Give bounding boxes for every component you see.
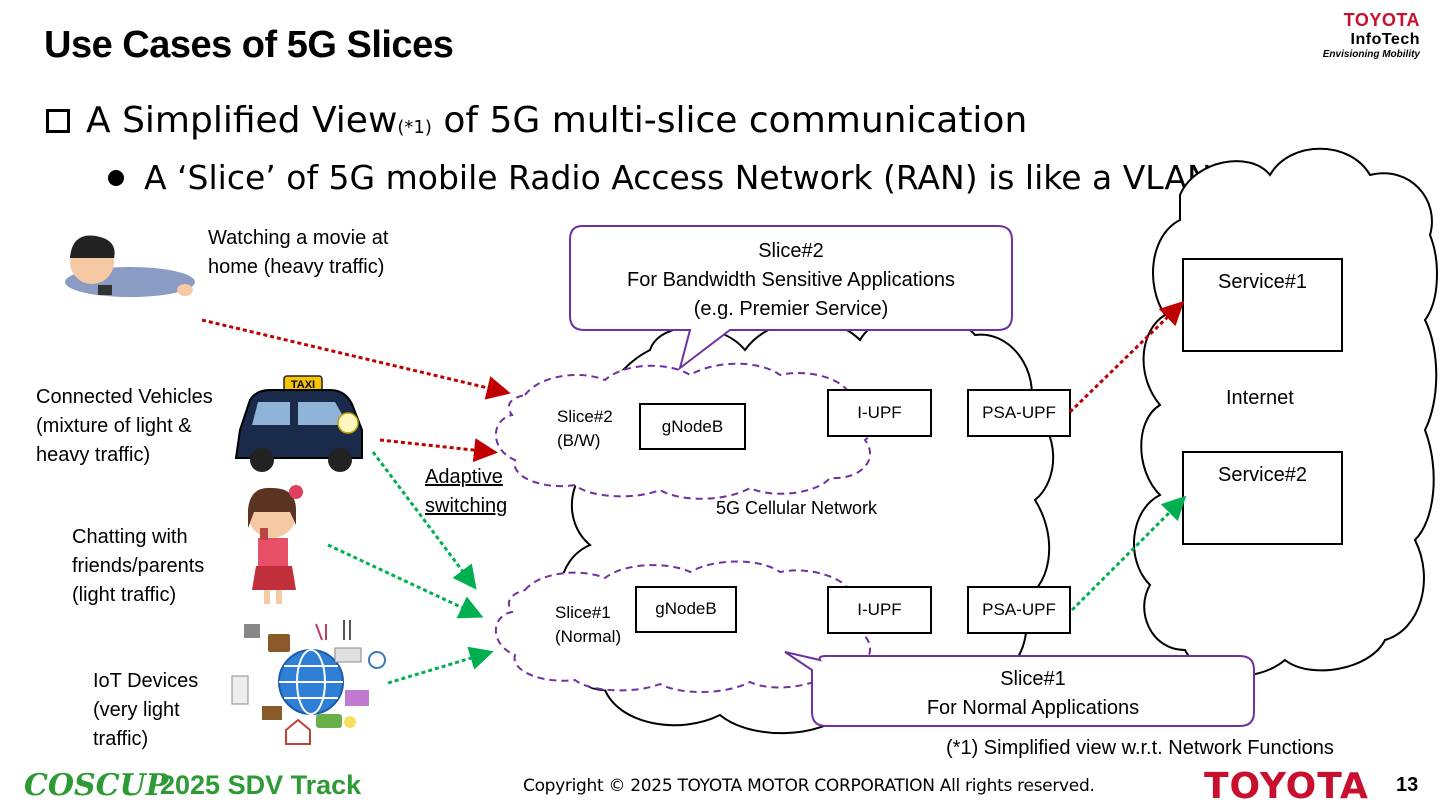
copyright-notice: Copyright © 2025 TOYOTA MOTOR CORPORATIO… xyxy=(523,776,1095,796)
slice1-callout-text: Slice#1 For Normal Applications xyxy=(812,665,1254,723)
slice1-cloud-label-line1: Slice#1 xyxy=(555,603,611,622)
coscup-logo: COSCUP xyxy=(24,768,169,803)
arrow-chatting-to-slice1 xyxy=(327,543,484,619)
slice1-callout-line1: Slice#1 xyxy=(1000,668,1066,690)
round-bullet-icon xyxy=(108,169,124,186)
taxi-sign-text: TAXI xyxy=(291,379,315,391)
bullet-level1: A Simplified View (*1) of 5G multi-slice… xyxy=(46,100,1027,141)
arrow-psaupf-to-service2 xyxy=(1070,495,1187,612)
slice2-callout-line3: (e.g. Premier Service) xyxy=(693,298,889,320)
psaupf-slice2-label: PSA-UPF xyxy=(982,403,1056,422)
vehicles-label-line3: heavy traffic) xyxy=(36,444,151,466)
slice2-cloud-label-line1: Slice#2 xyxy=(557,407,613,426)
track-label: 2025 SDV Track xyxy=(160,770,362,800)
gnodeb-slice1-box xyxy=(635,586,737,633)
slice2-cloud-label-line2: (B/W) xyxy=(557,431,601,450)
psaupf-slice1-box xyxy=(967,586,1071,634)
arrow-iot-to-slice1 xyxy=(387,646,494,685)
service1-label: Service#1 xyxy=(1218,271,1307,293)
girl-with-phone-icon xyxy=(248,485,303,604)
taxi-icon xyxy=(234,375,363,472)
slice1-callout xyxy=(784,651,1255,727)
iot-label: IoT Devices (very light traffic) xyxy=(93,667,198,754)
movie-label-line2: home (heavy traffic) xyxy=(208,256,385,278)
logo-sub: InfoTech xyxy=(1350,31,1420,48)
logo-brand: TOYOTA xyxy=(1343,10,1420,30)
adaptive-switching-label: Adaptive switching xyxy=(425,463,507,521)
internet-label: Internet xyxy=(1226,387,1294,409)
toyota-infotech-logo: TOYOTA InfoTech Envisioning Mobility xyxy=(1308,10,1420,60)
arrow-movie-to-slice2 xyxy=(201,318,511,400)
slice1-cloud-label: Slice#1 (Normal) xyxy=(555,601,621,649)
iupf-slice2-label: I-UPF xyxy=(857,403,902,422)
adaptive-switching-line2: switching xyxy=(425,495,508,517)
slice2-callout-line1: Slice#2 xyxy=(758,240,824,262)
arrow-vehicle-to-slice2 xyxy=(379,438,498,463)
slice1-cloud-label-line2: (Normal) xyxy=(555,627,622,646)
iupf-slice2-box xyxy=(827,389,932,437)
bullet-level2: A ‘Slice’ of 5G mobile Radio Access Netw… xyxy=(108,158,1212,197)
iupf-slice1-label: I-UPF xyxy=(857,600,902,619)
slice2-callout xyxy=(569,225,1013,371)
vehicles-label-line2: (mixture of light & xyxy=(36,415,192,437)
chatting-label: Chatting with friends/parents (light tra… xyxy=(72,523,204,610)
iot-label-line3: traffic) xyxy=(93,728,149,750)
gnodeb-slice1-label: gNodeB xyxy=(655,599,717,618)
chatting-label-line2: friends/parents xyxy=(72,555,205,577)
bullet2-text: A ‘Slice’ of 5G mobile Radio Access Netw… xyxy=(144,158,1212,197)
vehicles-label-line1: Connected Vehicles xyxy=(36,386,213,408)
iot-devices-icon xyxy=(231,620,386,745)
person-watching-movie-icon xyxy=(65,235,195,297)
slice2-callout-line2: For Bandwidth Sensitive Applications xyxy=(627,269,955,291)
slice2-callout-text: Slice#2 For Bandwidth Sensitive Applicat… xyxy=(570,237,1012,324)
slice2-cloud-label: Slice#2 (B/W) xyxy=(557,405,613,453)
chatting-label-line1: Chatting with xyxy=(72,526,188,548)
psaupf-slice2-box xyxy=(967,389,1071,437)
service2-label: Service#2 xyxy=(1218,464,1307,486)
service1-box xyxy=(1182,258,1343,352)
iupf-slice1-box xyxy=(827,586,932,634)
bullet1-rest: of 5G multi-slice communication xyxy=(431,100,1028,141)
gnodeb-slice2-label: gNodeB xyxy=(661,417,724,436)
logo-tagline: Envisioning Mobility xyxy=(1322,49,1420,60)
page-number: 13 xyxy=(1396,774,1419,796)
chatting-label-line3: (light traffic) xyxy=(72,584,177,606)
cellular-network-label: 5G Cellular Network xyxy=(716,498,878,518)
footnote: (*1) Simplified view w.r.t. Network Func… xyxy=(946,737,1334,759)
iot-label-line1: IoT Devices xyxy=(93,670,199,692)
psaupf-slice1-label: PSA-UPF xyxy=(982,600,1056,619)
gnodeb-slice2-box xyxy=(639,403,746,450)
adaptive-switching-line1: Adaptive xyxy=(425,466,503,488)
bullet1-ref: (*1) xyxy=(397,117,432,138)
slice1-callout-line2: For Normal Applications xyxy=(926,697,1140,719)
page-title: Use Cases of 5G Slices xyxy=(44,24,454,66)
vehicles-label: Connected Vehicles (mixture of light & h… xyxy=(36,383,213,470)
service2-box xyxy=(1182,451,1343,545)
movie-label-line1: Watching a movie at xyxy=(208,227,389,249)
arrow-psaupf-to-service1 xyxy=(1068,300,1185,414)
toyota-logo: TOYOTA xyxy=(1204,766,1369,807)
bullet1-main: A Simplified View xyxy=(86,100,398,141)
square-bullet-icon xyxy=(46,108,70,133)
movie-label: Watching a movie at home (heavy traffic) xyxy=(208,224,388,282)
iot-label-line2: (very light xyxy=(93,699,180,721)
